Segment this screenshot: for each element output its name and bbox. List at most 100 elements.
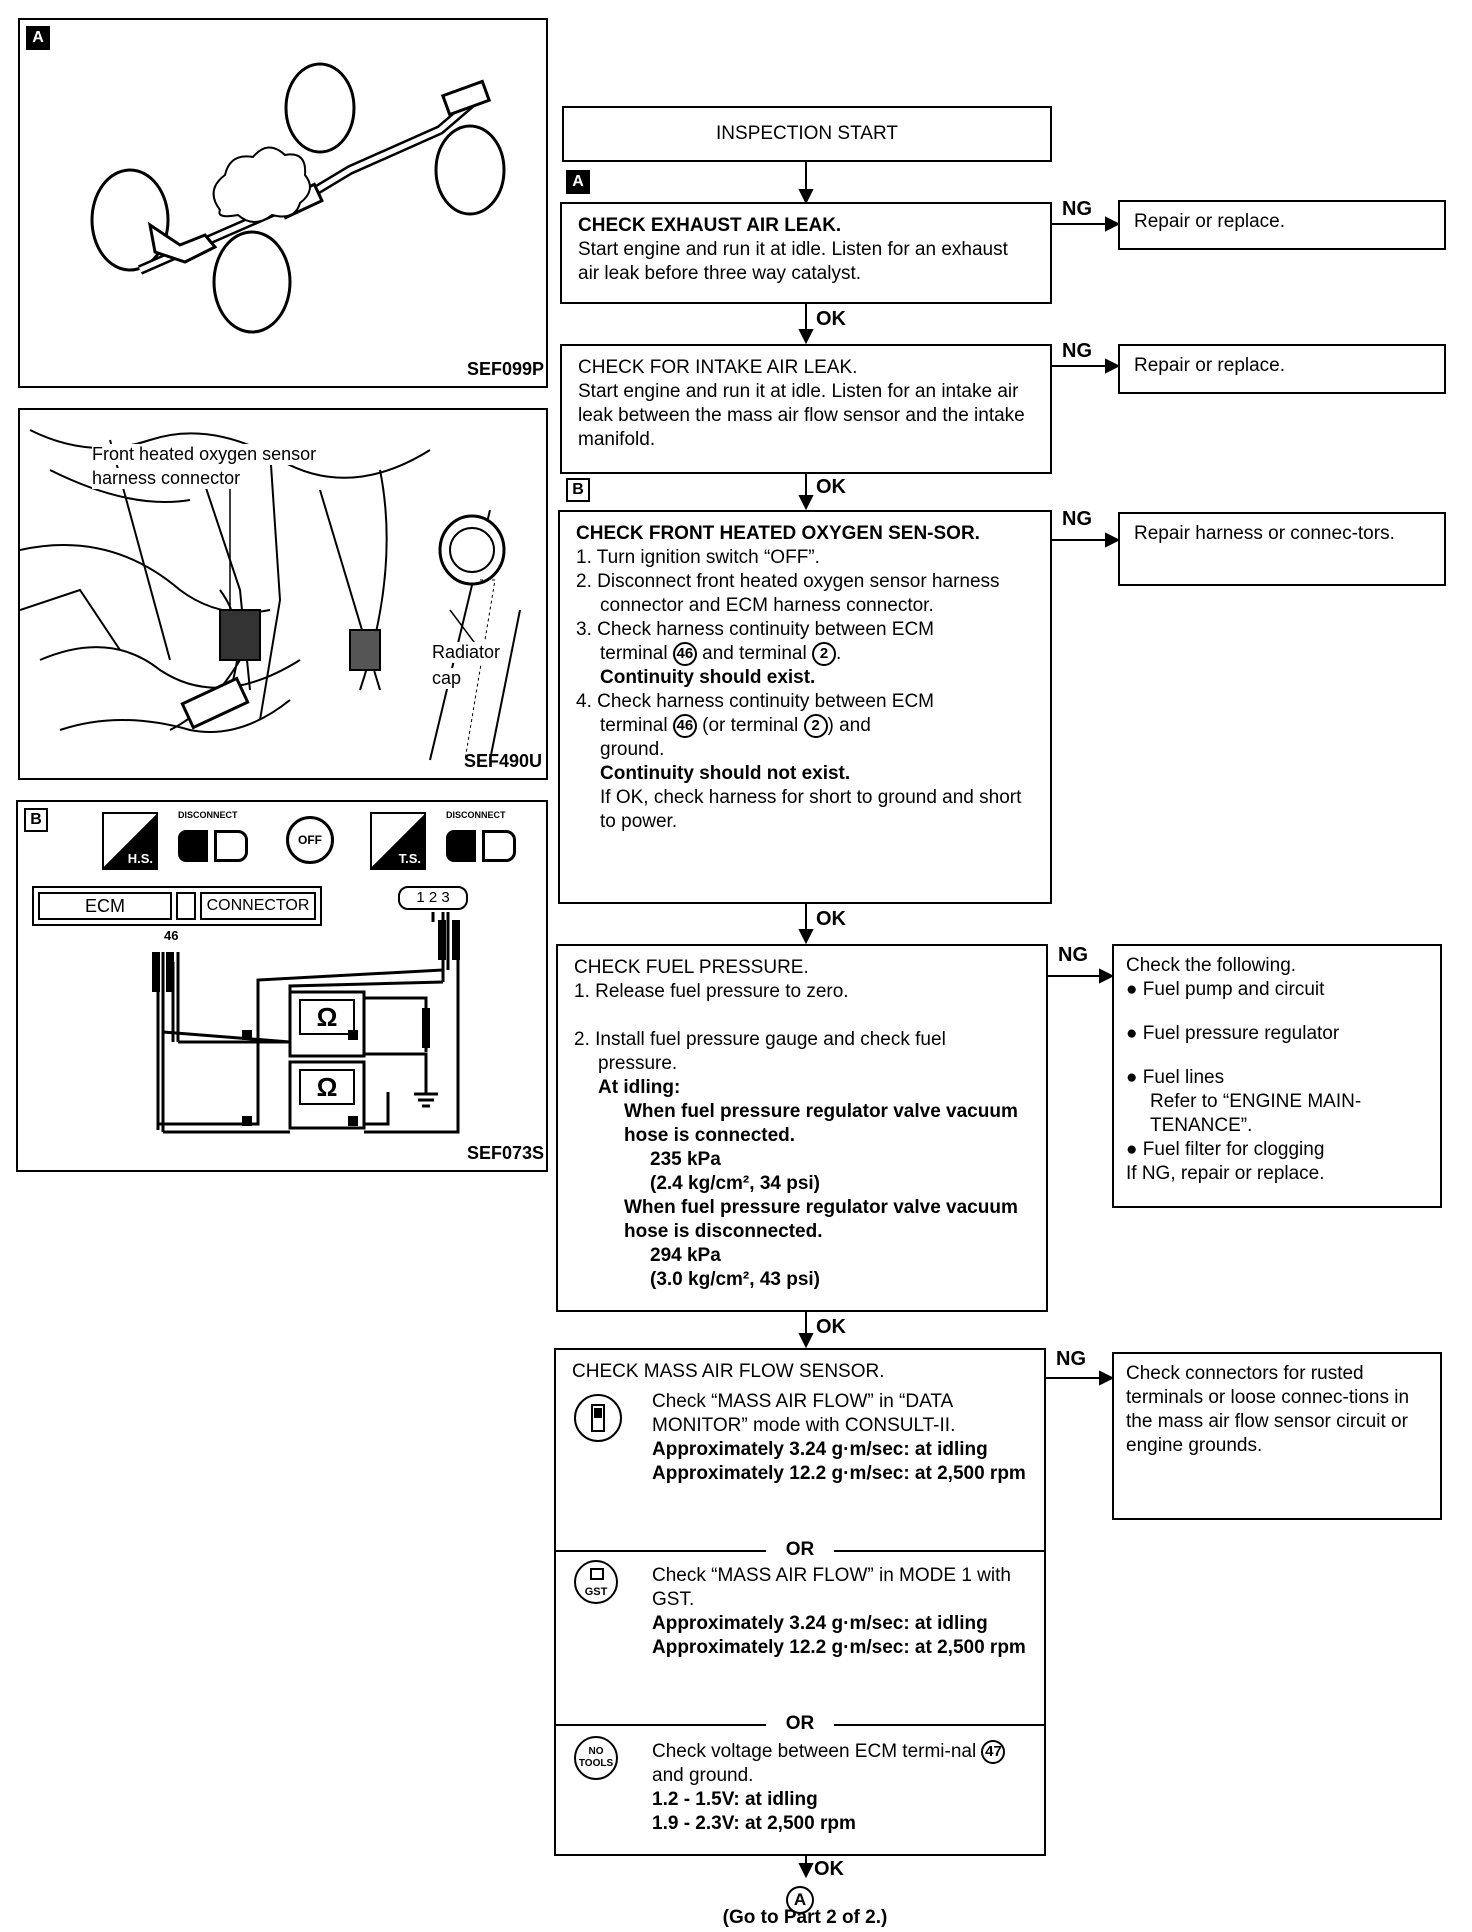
step-fuel-pressure-condition2: When fuel pressure regulator valve vacuu… — [624, 1197, 1018, 1242]
ng-label-3: NG — [1062, 508, 1092, 530]
consult-icon — [574, 1394, 622, 1442]
result-check-connectors-text: Check connectors for rusted terminals or… — [1126, 1363, 1410, 1456]
ecm-label: ECM — [38, 892, 172, 920]
ng-label-4: NG — [1058, 944, 1088, 966]
step-exhaust-leak-title: CHECK EXHAUST AIR LEAK. — [578, 215, 842, 236]
step-oxygen-sensor-item4b: terminal 46 (or terminal 2) and — [600, 714, 871, 739]
step-oxygen-sensor-item4a: 4. Check harness continuity between ECM — [576, 691, 935, 713]
voltage-instruction: Check voltage between ECM termi-nal 47an… — [652, 1740, 1032, 1788]
exhaust-illustration — [90, 62, 506, 334]
or-divider-2: OR — [556, 1712, 1044, 1736]
step-oxygen-sensor-item4c: ground. — [600, 739, 665, 761]
result-item-fuel-filter: ● Fuel filter for clogging — [1126, 1139, 1325, 1160]
ohmmeter-1: Ω — [316, 1002, 338, 1032]
result-item-fuel-lines-ref: Refer to “ENGINE MAIN-TENANCE”. — [1150, 1091, 1362, 1136]
step-fuel-pressure-idling: At idling: — [598, 1077, 681, 1098]
step-oxygen-sensor-item4d: Continuity should not exist. — [600, 763, 851, 785]
result-repair-harness-text: Repair harness or connec-tors. — [1134, 523, 1395, 544]
step-oxygen-sensor-item3b: terminal 46 and terminal 2. — [600, 642, 842, 666]
figure-tag-a: A — [26, 26, 50, 50]
inspection-start-label: INSPECTION START — [716, 123, 898, 144]
step-oxygen-sensor-item2: 2. Disconnect front heated oxygen sensor… — [576, 571, 1000, 616]
consult-instruction: Check “MASS AIR FLOW” in “DATA MONITOR” … — [652, 1391, 956, 1436]
step-oxygen-sensor: CHECK FRONT HEATED OXYGEN SEN-SOR. 1. Tu… — [558, 510, 1052, 904]
terminal-47-icon: 47 — [981, 1740, 1006, 1764]
disconnect-label-1: DISCONNECT — [178, 810, 238, 820]
engine-bay-illustration — [20, 429, 521, 761]
hs-icon: H.S. — [102, 812, 158, 870]
voltage-rpm-value: 1.9 - 2.3V: at 2,500 rpm — [652, 1813, 856, 1835]
terminal-46-icon: 46 — [672, 714, 697, 739]
ok-label-5: OK — [814, 1858, 844, 1880]
result-repair-replace-2: Repair or replace. — [1118, 344, 1446, 394]
ng-label-5: NG — [1056, 1348, 1086, 1370]
voltage-idle-value: 1.2 - 1.5V: at idling — [652, 1789, 818, 1811]
step-exhaust-leak: CHECK EXHAUST AIR LEAK. Start engine and… — [560, 202, 1052, 304]
pin-46-label: 46 — [164, 928, 179, 943]
step-mass-air-flow: CHECK MASS AIR FLOW SENSOR. Check “MASS … — [554, 1348, 1046, 1856]
connector-label: CONNECTOR — [200, 892, 316, 920]
step-intake-leak: CHECK FOR INTAKE AIR LEAK. Start engine … — [560, 344, 1052, 474]
step-oxygen-sensor-item3c: Continuity should exist. — [600, 667, 816, 689]
figure-circuit-diagram: B H.S. DISCONNECT OFF T.S. DISCONNECT EC… — [16, 800, 548, 1172]
step-intake-leak-body: Start engine and run it at idle. Listen … — [578, 381, 1025, 450]
result-item-fuel-pump: ● Fuel pump and circuit — [1126, 979, 1325, 1000]
step-intake-leak-title: CHECK FOR INTAKE AIR LEAK. — [578, 357, 858, 378]
figure-tag-b: B — [24, 808, 48, 832]
step-fuel-pressure-item2: 2. Install fuel pressure gauge and check… — [574, 1029, 946, 1074]
gst-icon: GST — [574, 1560, 618, 1604]
result-item-repair-note: If NG, repair or replace. — [1126, 1163, 1325, 1184]
ok-label-4: OK — [816, 1316, 846, 1338]
result-check-following: Check the following. ● Fuel pump and cir… — [1112, 944, 1442, 1208]
result-repair-replace-1: Repair or replace. — [1118, 200, 1446, 250]
circuit-wiring — [152, 912, 460, 1134]
ok-label-1: OK — [816, 308, 846, 330]
ohmmeter-2: Ω — [316, 1072, 338, 1102]
step-fuel-pressure-value1b: (2.4 kg/cm², 34 psi) — [650, 1173, 821, 1194]
result-repair-replace-2-text: Repair or replace. — [1134, 355, 1286, 376]
step-oxygen-sensor-item3a: 3. Check harness continuity between ECM — [576, 619, 935, 640]
continue-text: (Go to Part 2 of 2.) — [722, 1907, 888, 1928]
flow-tag-b: B — [566, 478, 590, 502]
sensor-pins: 1 2 3 — [398, 886, 468, 910]
ignition-off-icon: OFF — [286, 816, 334, 864]
figure-sensor-photo: Front heated oxygen sensor harness conne… — [18, 408, 548, 780]
step-fuel-pressure: CHECK FUEL PRESSURE. 1. Release fuel pre… — [556, 944, 1048, 1312]
disconnect-icon-1 — [178, 826, 252, 866]
terminal-2-icon: 2 — [803, 714, 828, 739]
photo-label-radiator-line2: cap — [432, 668, 462, 689]
result-item-fuel-lines: ● Fuel lines — [1126, 1067, 1225, 1088]
consult-idle-value: Approximately 3.24 g·m/sec: at idling — [652, 1439, 988, 1460]
ok-label-3: OK — [816, 908, 846, 930]
step-fuel-pressure-item1: 1. Release fuel pressure to zero. — [574, 981, 849, 1002]
terminal-2-icon: 2 — [811, 642, 836, 666]
gst-instruction: Check “MASS AIR FLOW” in MODE 1 with GST… — [652, 1565, 1011, 1610]
result-repair-replace-1-text: Repair or replace. — [1134, 211, 1286, 232]
step-fuel-pressure-title: CHECK FUEL PRESSURE. — [574, 957, 809, 978]
step-fuel-pressure-value1: 235 kPa — [650, 1149, 721, 1170]
step-oxygen-sensor-title: CHECK FRONT HEATED OXYGEN SEN-SOR. — [576, 523, 980, 544]
inspection-start-box: INSPECTION START — [562, 106, 1052, 162]
terminal-46-icon: 46 — [672, 642, 697, 666]
gst-rpm-value: Approximately 12.2 g·m/sec: at 2,500 rpm — [652, 1637, 1026, 1658]
consult-rpm-value: Approximately 12.2 g·m/sec: at 2,500 rpm — [652, 1463, 1026, 1484]
ecm-connector: ECM CONNECTOR — [32, 886, 322, 926]
disconnect-label-2: DISCONNECT — [446, 810, 506, 820]
ok-label-2: OK — [816, 476, 846, 498]
or-divider-1: OR — [556, 1538, 1044, 1562]
disconnect-icon-2 — [446, 826, 520, 866]
result-check-following-title: Check the following. — [1126, 955, 1297, 976]
figure-code-sef099p: SEF099P — [466, 359, 544, 379]
step-mass-air-flow-title: CHECK MASS AIR FLOW SENSOR. — [572, 1361, 885, 1382]
step-oxygen-sensor-item4e: If OK, check harness for short to ground… — [600, 787, 1022, 833]
continue-marker-a: A — [786, 1886, 814, 1914]
ts-icon: T.S. — [370, 812, 426, 870]
figure-code-sef073s: SEF073S — [466, 1143, 544, 1163]
step-exhaust-leak-body: Start engine and run it at idle. Listen … — [578, 239, 1008, 284]
result-check-connectors: Check connectors for rusted terminals or… — [1112, 1352, 1442, 1520]
step-fuel-pressure-value2: 294 kPa — [650, 1245, 721, 1266]
photo-label-sensor-line2: harness connector — [92, 468, 241, 489]
ng-label-2: NG — [1062, 340, 1092, 362]
step-fuel-pressure-value2b: (3.0 kg/cm², 43 psi) — [650, 1269, 821, 1290]
flow-tag-a: A — [566, 170, 590, 194]
